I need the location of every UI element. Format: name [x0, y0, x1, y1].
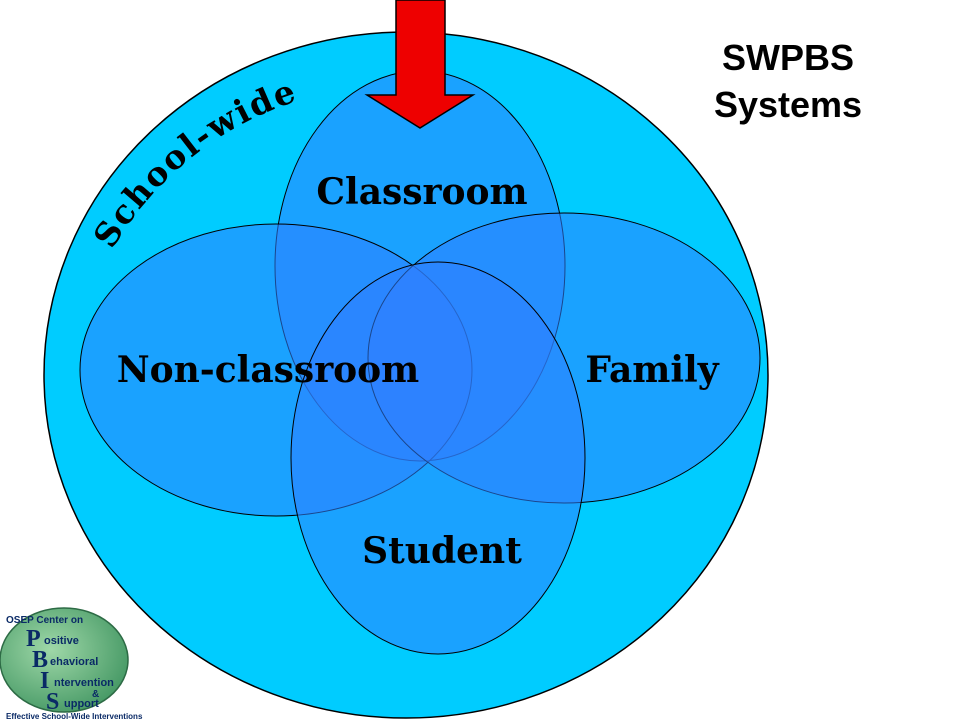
- svg-text:Effective School-Wide Interven: Effective School-Wide Interventions: [6, 712, 143, 720]
- svg-text:OSEP Center on: OSEP Center on: [6, 615, 83, 626]
- pbis-logo: OSEP Center on P ositive B ehavioral I n…: [0, 607, 143, 720]
- title-line-1: SWPBS: [722, 37, 854, 78]
- family-label: Family: [585, 349, 719, 391]
- svg-text:P: P: [26, 626, 41, 652]
- student-label: Student: [362, 530, 522, 572]
- svg-text:&: &: [92, 689, 99, 700]
- non-classroom-label: Non-classroom: [117, 349, 420, 391]
- svg-text:ntervention: ntervention: [54, 677, 114, 689]
- svg-text:upport: upport: [64, 698, 99, 710]
- svg-text:ehavioral: ehavioral: [50, 656, 98, 668]
- title-line-2: Systems: [714, 84, 862, 125]
- svg-text:S: S: [46, 689, 59, 715]
- arrow-icon: [364, 0, 476, 129]
- svg-text:I: I: [40, 668, 49, 694]
- classroom-label: Classroom: [316, 171, 527, 213]
- student-ellipse: [290, 261, 586, 655]
- svg-text:B: B: [32, 647, 48, 673]
- svg-text:ositive: ositive: [44, 635, 79, 647]
